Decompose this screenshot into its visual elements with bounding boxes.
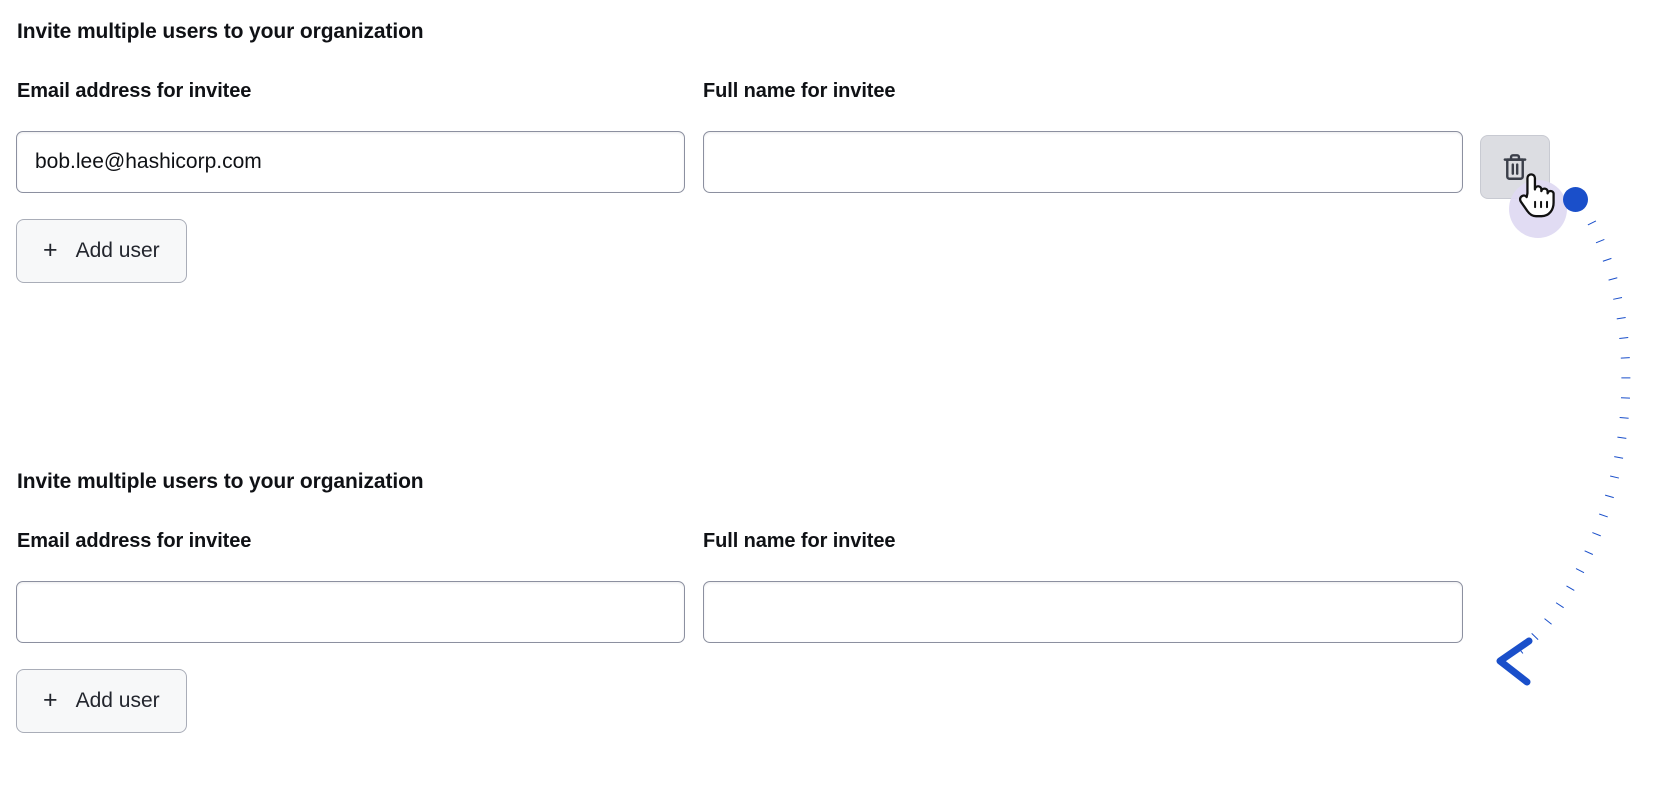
section-title: Invite multiple users to your organizati…: [17, 20, 424, 43]
delete-row-button[interactable]: [1480, 135, 1550, 199]
blue-dot-marker: [1563, 187, 1588, 212]
plus-icon: +: [43, 685, 58, 714]
add-user-button[interactable]: + Add user: [16, 219, 187, 283]
full-name-input[interactable]: [703, 581, 1463, 643]
section-title: Invite multiple users to your organizati…: [17, 470, 424, 493]
add-user-label: Add user: [75, 689, 160, 712]
add-user-button[interactable]: + Add user: [16, 669, 187, 733]
add-user-label: Add user: [75, 239, 160, 262]
trash-icon: [1501, 152, 1529, 182]
full-name-field-label: Full name for invitee: [703, 80, 896, 102]
email-input[interactable]: [16, 581, 685, 643]
email-field-label: Email address for invitee: [17, 530, 252, 552]
full-name-input[interactable]: [703, 131, 1463, 193]
plus-icon: +: [43, 235, 58, 264]
email-field-label: Email address for invitee: [17, 80, 252, 102]
full-name-field-label: Full name for invitee: [703, 530, 896, 552]
email-input[interactable]: [16, 131, 685, 193]
